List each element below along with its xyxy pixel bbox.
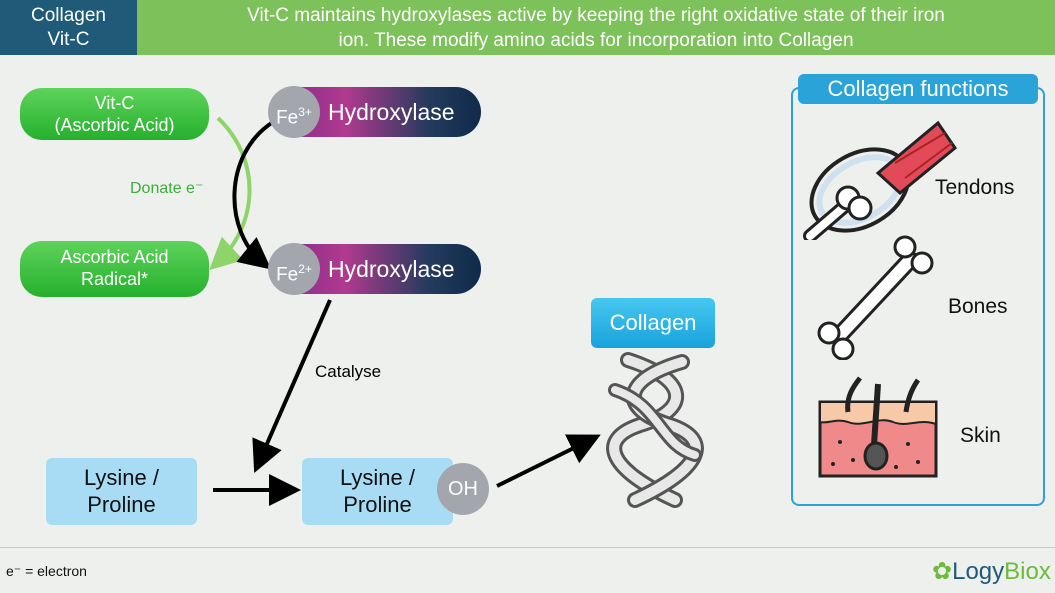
logo-gear-icon: ✿ xyxy=(932,558,953,585)
vitc-sublabel: (Ascorbic Acid) xyxy=(54,115,175,135)
header-description: Vit-C maintains hydroxylases active by k… xyxy=(137,0,1055,55)
synthesis-arrow xyxy=(496,434,601,488)
vitc-node: Vit-C (Ascorbic Acid) xyxy=(20,88,209,140)
brand-logo: ✿LogyBiox xyxy=(932,558,1051,585)
donate-label: Donate e⁻ xyxy=(130,180,204,197)
header-topic-line1: Collagen xyxy=(31,5,106,26)
header-description-line2: ion. These modify amino acids for incorp… xyxy=(338,30,854,51)
collagen-label: Collagen xyxy=(591,298,715,348)
substrate-box: Lysine / Proline xyxy=(46,458,197,525)
reduction-arrow xyxy=(232,120,275,270)
radical-label: Ascorbic Acid xyxy=(60,247,169,267)
catalyse-label: Catalyse xyxy=(315,362,382,381)
bone-icon xyxy=(817,235,934,360)
fe2-badge: Fe2+ xyxy=(268,243,320,295)
header-topic: Collagen Vit-C xyxy=(0,0,137,55)
catalyse-arrow xyxy=(252,299,332,473)
header-description-line1: Vit-C maintains hydroxylases active by k… xyxy=(247,5,945,26)
footnote: e⁻ = electron xyxy=(6,563,87,579)
donate-arrow xyxy=(209,116,252,271)
radical-sublabel: Radical* xyxy=(80,269,149,289)
functions-title: Collagen functions xyxy=(798,74,1038,104)
bones-label: Bones xyxy=(948,295,1008,318)
hydroxylase-fe3-label: Hydroxylase xyxy=(328,99,455,125)
vitc-label: Vit-C xyxy=(94,93,135,113)
radical-node: Ascorbic Acid Radical* xyxy=(20,241,209,297)
skin-icon xyxy=(818,376,938,478)
skin-label: Skin xyxy=(960,424,1001,447)
header-topic-line2: Vit-C xyxy=(47,29,90,50)
fe3-badge: Fe3+ xyxy=(268,86,320,138)
tendon-icon xyxy=(803,120,958,240)
footer-divider xyxy=(0,547,1055,548)
hydroxyl-badge: OH xyxy=(437,463,489,515)
product-box: Lysine / Proline xyxy=(302,458,453,525)
tendons-label: Tendons xyxy=(935,176,1015,199)
hydroxylase-fe2-label: Hydroxylase xyxy=(328,256,455,282)
collagen-helix-icon xyxy=(606,352,704,508)
